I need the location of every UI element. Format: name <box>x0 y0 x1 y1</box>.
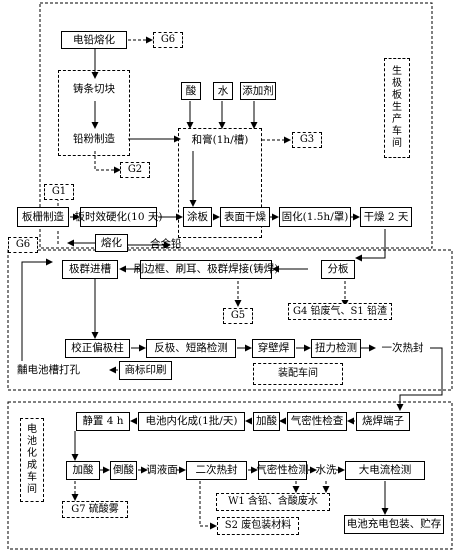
node-formation: 电池内化成(1批/天) <box>138 412 245 431</box>
workshop-label-formation: 电 池 化 成 车 间 <box>20 418 44 502</box>
node-pack-store: 电池充电包装、贮存 <box>344 515 444 534</box>
node-pasting: 涂板 <box>183 207 212 227</box>
emission-g6-top: G6 <box>153 32 183 48</box>
node-curing: 固化(1.5h/罩) <box>279 207 351 227</box>
node-add-acid-2: 加酸 <box>66 461 100 480</box>
node-melt2: 熔化 <box>95 234 128 252</box>
node-torque-test: 扭力检测 <box>311 339 361 358</box>
node-punch: 黼电池槽打孔 <box>17 361 93 380</box>
emission-g1: G1 <box>44 184 74 200</box>
emission-g6-left: G6 <box>8 237 38 253</box>
emission-w1: W1 含铅、含酸废水 <box>216 493 330 511</box>
node-group-slot: 极群进槽 <box>62 260 118 279</box>
label-alloy-lead: 合金铅 <box>150 238 182 250</box>
node-split: 分板 <box>321 260 355 279</box>
node-additive: 添加剂 <box>240 82 276 100</box>
emission-g2: G2 <box>120 162 150 178</box>
node-rest-4h: 静置 4 h <box>76 412 130 431</box>
node-seal2: 二次热封 <box>186 461 247 480</box>
node-water: 水 <box>213 82 233 100</box>
node-adjust-level: 调液面 <box>146 461 178 480</box>
node-paste-mix: 和膏(1h/槽) <box>191 134 249 147</box>
node-trademark: 商标印刷 <box>119 361 172 380</box>
node-weld-terminal: 烧焊端子 <box>356 412 410 431</box>
section3-outline <box>7 401 453 550</box>
node-pour-acid: 倒酸 <box>110 461 137 480</box>
node-casting-cut: 铸条切块 <box>73 83 115 96</box>
node-acid: 酸 <box>181 82 201 100</box>
node-lead-powder: 铅粉制造 <box>73 133 115 146</box>
emission-g5: G5 <box>223 308 253 324</box>
node-high-current: 大电流检测 <box>345 461 425 480</box>
emission-g4-s1: G4 铅废气、S1 铅渣 <box>288 303 392 320</box>
node-lead-melt: 电铅熔化 <box>61 31 127 49</box>
section2-outline <box>7 249 453 391</box>
node-dry2: 干燥 2 天 <box>360 207 412 227</box>
workshop-label-plate-production: 生 极 板 生 产 车 间 <box>384 58 410 158</box>
node-add-acid-1: 加酸 <box>253 412 280 431</box>
emission-s2: S2 废包装材料 <box>217 517 299 535</box>
group-paste <box>178 128 262 238</box>
node-leak-test-1: 气密性检查 <box>287 412 347 431</box>
node-surface-dry: 表面干燥 <box>220 207 270 227</box>
emission-g3: G3 <box>292 132 322 148</box>
group-casting-powder <box>58 70 130 156</box>
node-reverse-test: 反极、短路检测 <box>146 339 236 358</box>
node-align: 校正偏极柱 <box>65 339 130 358</box>
label-assembly-workshop: 装配车间 <box>253 363 343 385</box>
node-grid-make: 板栅制造 <box>17 207 69 227</box>
node-wash: 水洗 <box>316 461 337 480</box>
node-seal1: 一次热封 <box>376 339 429 358</box>
node-aging: 板时效硬化(10 天) <box>75 207 162 227</box>
node-brush-weld: 刷边框、刷耳、极群焊接(铸焊) <box>134 260 278 279</box>
node-wall-weld: 穿壁焊 <box>252 339 295 358</box>
emission-g7: G7 硫酸雾 <box>62 501 128 518</box>
node-leak-test-2: 气密性检测 <box>256 461 309 480</box>
section1-outline <box>39 2 433 249</box>
